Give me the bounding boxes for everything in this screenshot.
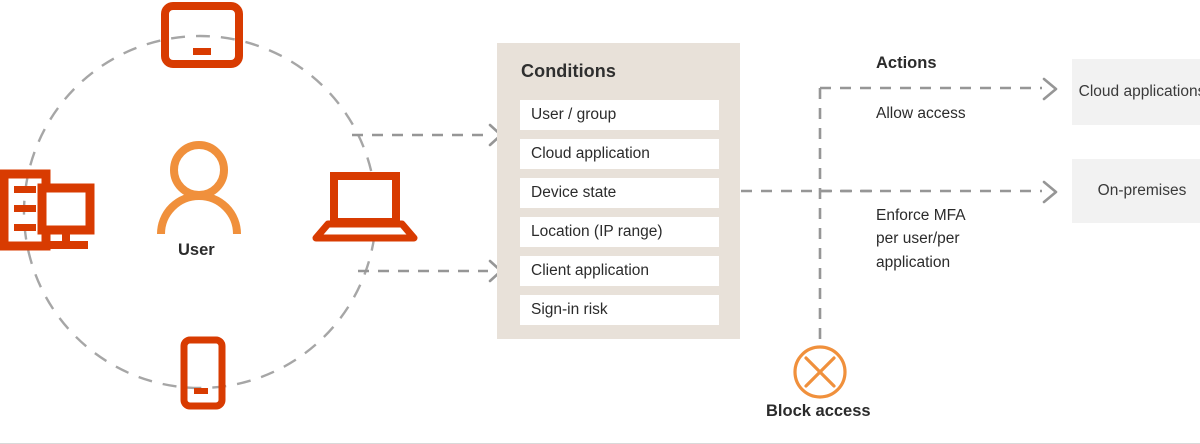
condition-user-group[interactable]: User / group <box>520 100 719 130</box>
conditions-panel: Conditions User / group Cloud applicatio… <box>497 43 740 339</box>
condition-sign-in-risk[interactable]: Sign-in risk <box>520 295 719 325</box>
tablet-icon <box>161 2 243 68</box>
arrow-to-conditions-top <box>352 123 503 147</box>
block-access-label: Block access <box>766 402 871 420</box>
condition-device-state[interactable]: Device state <box>520 178 719 208</box>
arrow-allow-access <box>820 77 1058 101</box>
target-on-premises[interactable]: On-premises <box>1072 159 1200 223</box>
circle-x-icon <box>793 345 847 399</box>
actions-title: Actions <box>876 54 937 72</box>
laptop-icon <box>312 172 418 242</box>
phone-icon <box>180 336 226 410</box>
arrow-enforce-mfa <box>820 180 1058 204</box>
conditions-title: Conditions <box>521 61 616 81</box>
arrow-to-conditions-bottom <box>358 259 503 283</box>
enforce-mfa-label: Enforce MFA per user/per application <box>876 207 966 271</box>
person-icon <box>157 141 241 235</box>
condition-client-application[interactable]: Client application <box>520 256 719 286</box>
condition-cloud-application[interactable]: Cloud application <box>520 139 719 169</box>
allow-access-label: Allow access <box>876 105 966 122</box>
desktop-server-icon <box>0 169 95 251</box>
condition-location-ip-range[interactable]: Location (IP range) <box>520 217 719 247</box>
user-label: User <box>178 241 215 259</box>
target-cloud-applications[interactable]: Cloud applications <box>1072 59 1200 125</box>
conditions-list: User / group Cloud application Device st… <box>520 100 719 325</box>
